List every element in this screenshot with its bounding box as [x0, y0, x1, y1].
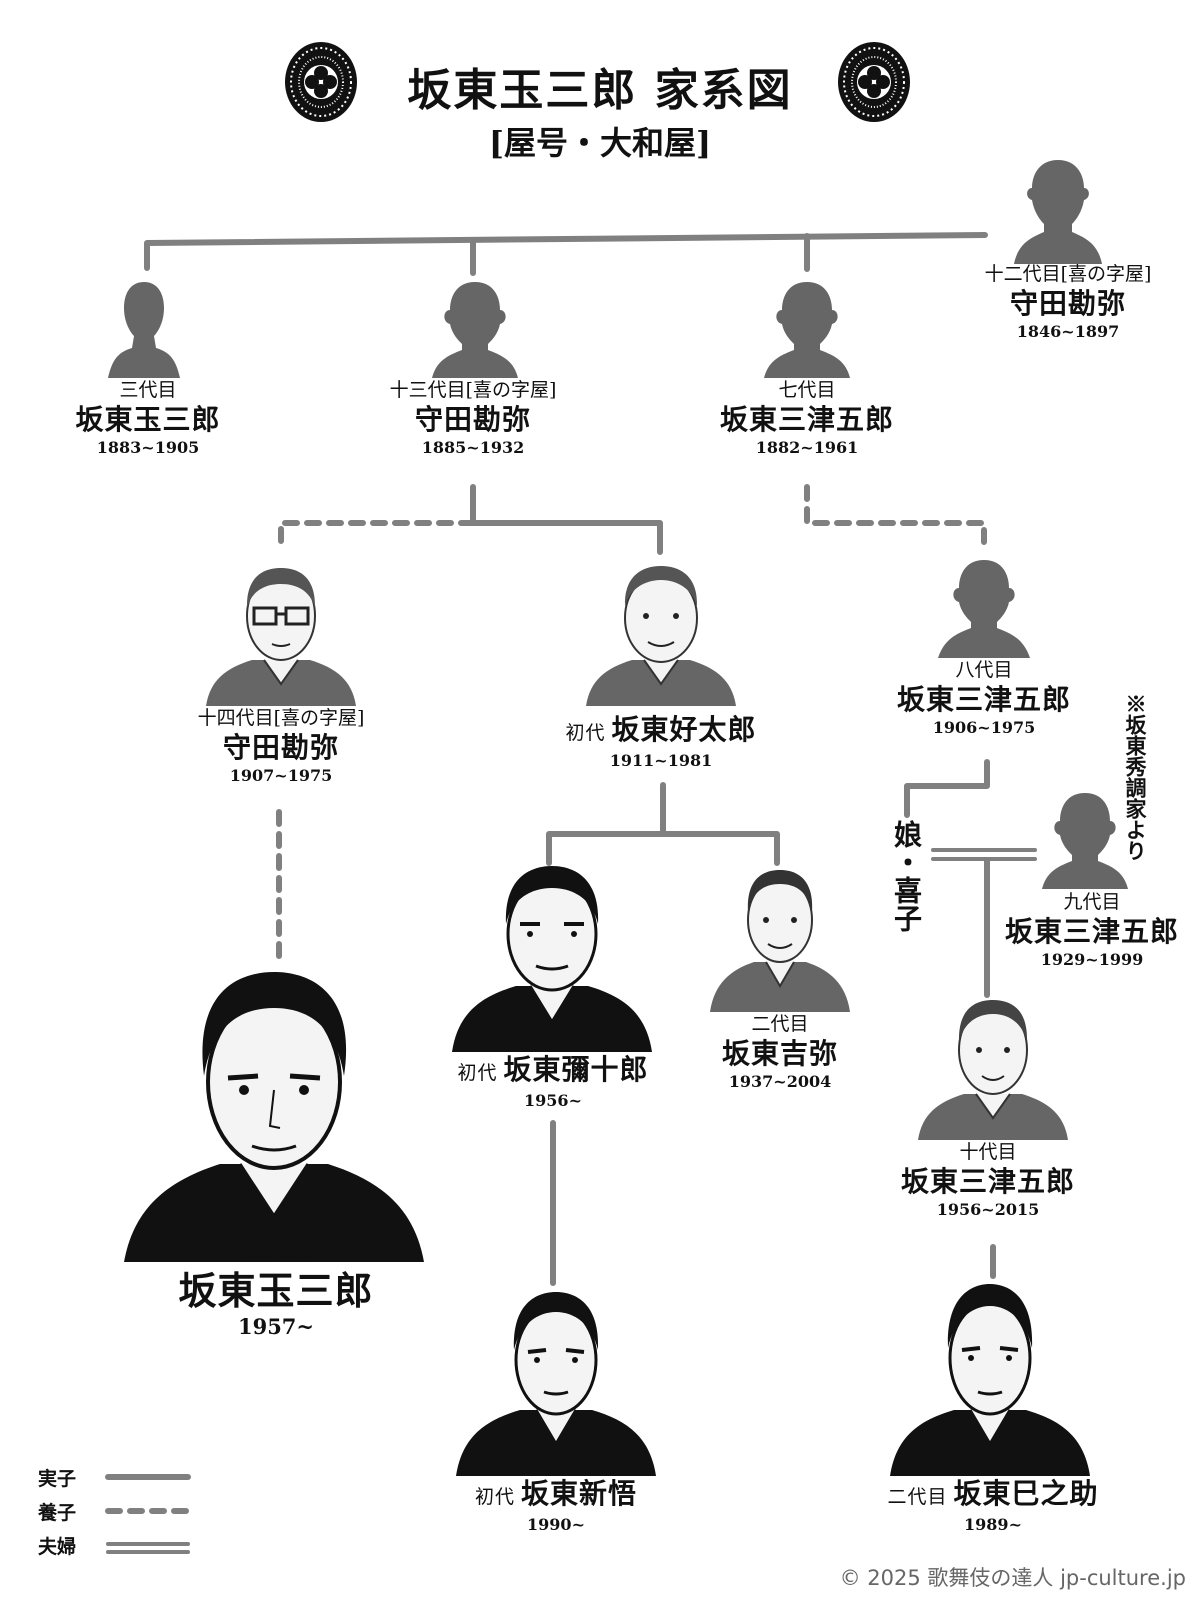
life-years: 1846~1897: [1016, 322, 1120, 341]
person-name: 坂東新悟: [521, 1477, 638, 1510]
life-years: 1883~1905: [96, 438, 200, 457]
person-mitsugoro-10: 十代目 坂東三津五郎 1956~2015: [901, 1140, 1075, 1220]
line-kotaro-children: [546, 831, 780, 866]
legend-label-biological: 実子: [38, 1468, 77, 1490]
life-years: 1929~1999: [1040, 950, 1144, 969]
life-years: 1990~: [527, 1515, 585, 1534]
person-name: 坂東三津五郎: [900, 1165, 1076, 1198]
life-years: 1956~: [524, 1091, 582, 1110]
person-name: 坂東三津五郎: [896, 683, 1072, 716]
silhouette-portrait-icon: [432, 282, 518, 378]
page-title: 坂東玉三郎 家系図: [407, 65, 793, 116]
person-yajuro-1: 初代坂東彌十郎 1956~: [457, 1052, 648, 1111]
life-years: 1907~1975: [229, 766, 333, 785]
person-name: 坂東玉三郎: [178, 1268, 374, 1313]
person-kotaro-1: 初代坂東好太郎 1911~1981: [565, 712, 756, 771]
family-crest-icon: [838, 42, 910, 122]
person-mitsugoro-7: 七代目 坂東三津五郎 1882~1961: [720, 378, 894, 458]
person-name: 坂東巳之助: [953, 1477, 1099, 1510]
generation-label: 初代: [457, 1062, 498, 1084]
page-subtitle: [屋号・大和屋]: [488, 124, 712, 162]
illustrated-portrait-icon: [452, 866, 652, 1052]
person-mitsugoro-9: 九代目 坂東三津五郎 1929~1999: [1005, 890, 1179, 970]
generation-label: 十三代目[喜の字屋]: [389, 379, 557, 401]
person-tamasaburo-5: 五代目 坂東玉三郎 1957~: [178, 1240, 373, 1340]
generation-label: 七代目: [778, 379, 836, 401]
life-years: 1906~1975: [932, 718, 1036, 737]
life-years: 1989~: [964, 1515, 1022, 1534]
life-years: 1956~2015: [936, 1200, 1040, 1219]
generation-label: 十二代目[喜の字屋]: [984, 263, 1152, 285]
generation-label: 初代: [565, 722, 606, 744]
person-name: 坂東吉弥: [721, 1037, 839, 1070]
silhouette-portrait-icon: [938, 560, 1030, 658]
silhouette-portrait-icon: [1042, 793, 1128, 889]
family-crest-icon: [285, 42, 357, 122]
illustrated-portrait-icon: [206, 568, 356, 706]
life-years: 1957~: [237, 1314, 315, 1339]
person-name: 坂東好太郎: [611, 713, 757, 746]
life-years: 1885~1932: [421, 438, 525, 457]
person-name: 守田勘弥: [1009, 287, 1127, 320]
line-mitsugoro8-daughter: [904, 759, 990, 818]
illustrated-portrait-icon: [890, 1284, 1090, 1476]
generation-label: 二代目: [751, 1013, 809, 1035]
person-name: 坂東玉三郎: [75, 403, 221, 436]
person-daughter-yoshiko: 娘・喜子: [890, 820, 923, 932]
generation-label: 初代: [474, 1486, 515, 1508]
illustrated-portrait-icon: [586, 566, 736, 706]
person-name: 守田勘弥: [414, 403, 532, 436]
person-kanya-12: 十二代目[喜の字屋] 守田勘弥 1846~1897: [985, 262, 1152, 342]
line-kanya13-kotaro: [470, 484, 663, 555]
generation-label: 十四代目[喜の字屋]: [197, 707, 365, 729]
life-years: 1937~2004: [728, 1072, 832, 1091]
person-kanya-13: 十三代目[喜の字屋] 守田勘弥 1885~1932: [390, 378, 557, 458]
illustrated-portrait-icon: [124, 972, 424, 1262]
life-years: 1882~1961: [755, 438, 859, 457]
generation-label: 三代目: [119, 379, 177, 401]
person-mitsugoro-8: 八代目 坂東三津五郎 1906~1975: [897, 658, 1071, 738]
generation-label: 八代目: [955, 659, 1013, 681]
person-minosuke-2: 二代目坂東巳之助 1989~: [887, 1476, 1098, 1535]
line-kanya12-children: [144, 232, 988, 271]
generation-label: 五代目: [242, 1241, 310, 1266]
illustrated-portrait-icon: [710, 870, 850, 1012]
person-name: 坂東三津五郎: [1004, 915, 1180, 948]
line-mitsugoro7-mitsugoro8: [804, 484, 987, 555]
copyright-notice: © 2025 歌舞伎の達人 jp-culture.jp: [839, 1566, 1186, 1590]
person-tamasaburo-3: 三代目 坂東玉三郎 1883~1905: [75, 378, 220, 458]
silhouette-portrait-icon: [764, 282, 850, 378]
person-name: 守田勘弥: [222, 731, 340, 764]
silhouette-portrait-icon: [108, 282, 180, 378]
person-name: 坂東三津五郎: [719, 403, 895, 436]
illustrated-portrait-icon: [918, 1000, 1068, 1140]
person-name: 坂東彌十郎: [503, 1053, 649, 1086]
generation-label: 二代目: [887, 1486, 948, 1508]
person-kanya-14: 十四代目[喜の字屋] 守田勘弥 1907~1975: [198, 706, 365, 786]
person-shingo-1: 初代坂東新悟 1990~: [475, 1476, 637, 1535]
illustrated-portrait-icon: [456, 1292, 656, 1476]
life-years: 1911~1981: [609, 751, 713, 770]
silhouette-portrait-icon: [1014, 160, 1102, 264]
legend-label-adopted: 養子: [38, 1502, 77, 1524]
person-kichiya-2: 二代目 坂東吉弥 1937~2004: [722, 1012, 838, 1092]
generation-label: 十代目: [959, 1141, 1017, 1163]
generation-label: 九代目: [1063, 891, 1121, 913]
line-kanya13-kanya14: [278, 520, 476, 547]
legend-label-married: 夫婦: [38, 1536, 77, 1558]
adoption-note: ※坂東秀調家より: [1123, 693, 1148, 861]
